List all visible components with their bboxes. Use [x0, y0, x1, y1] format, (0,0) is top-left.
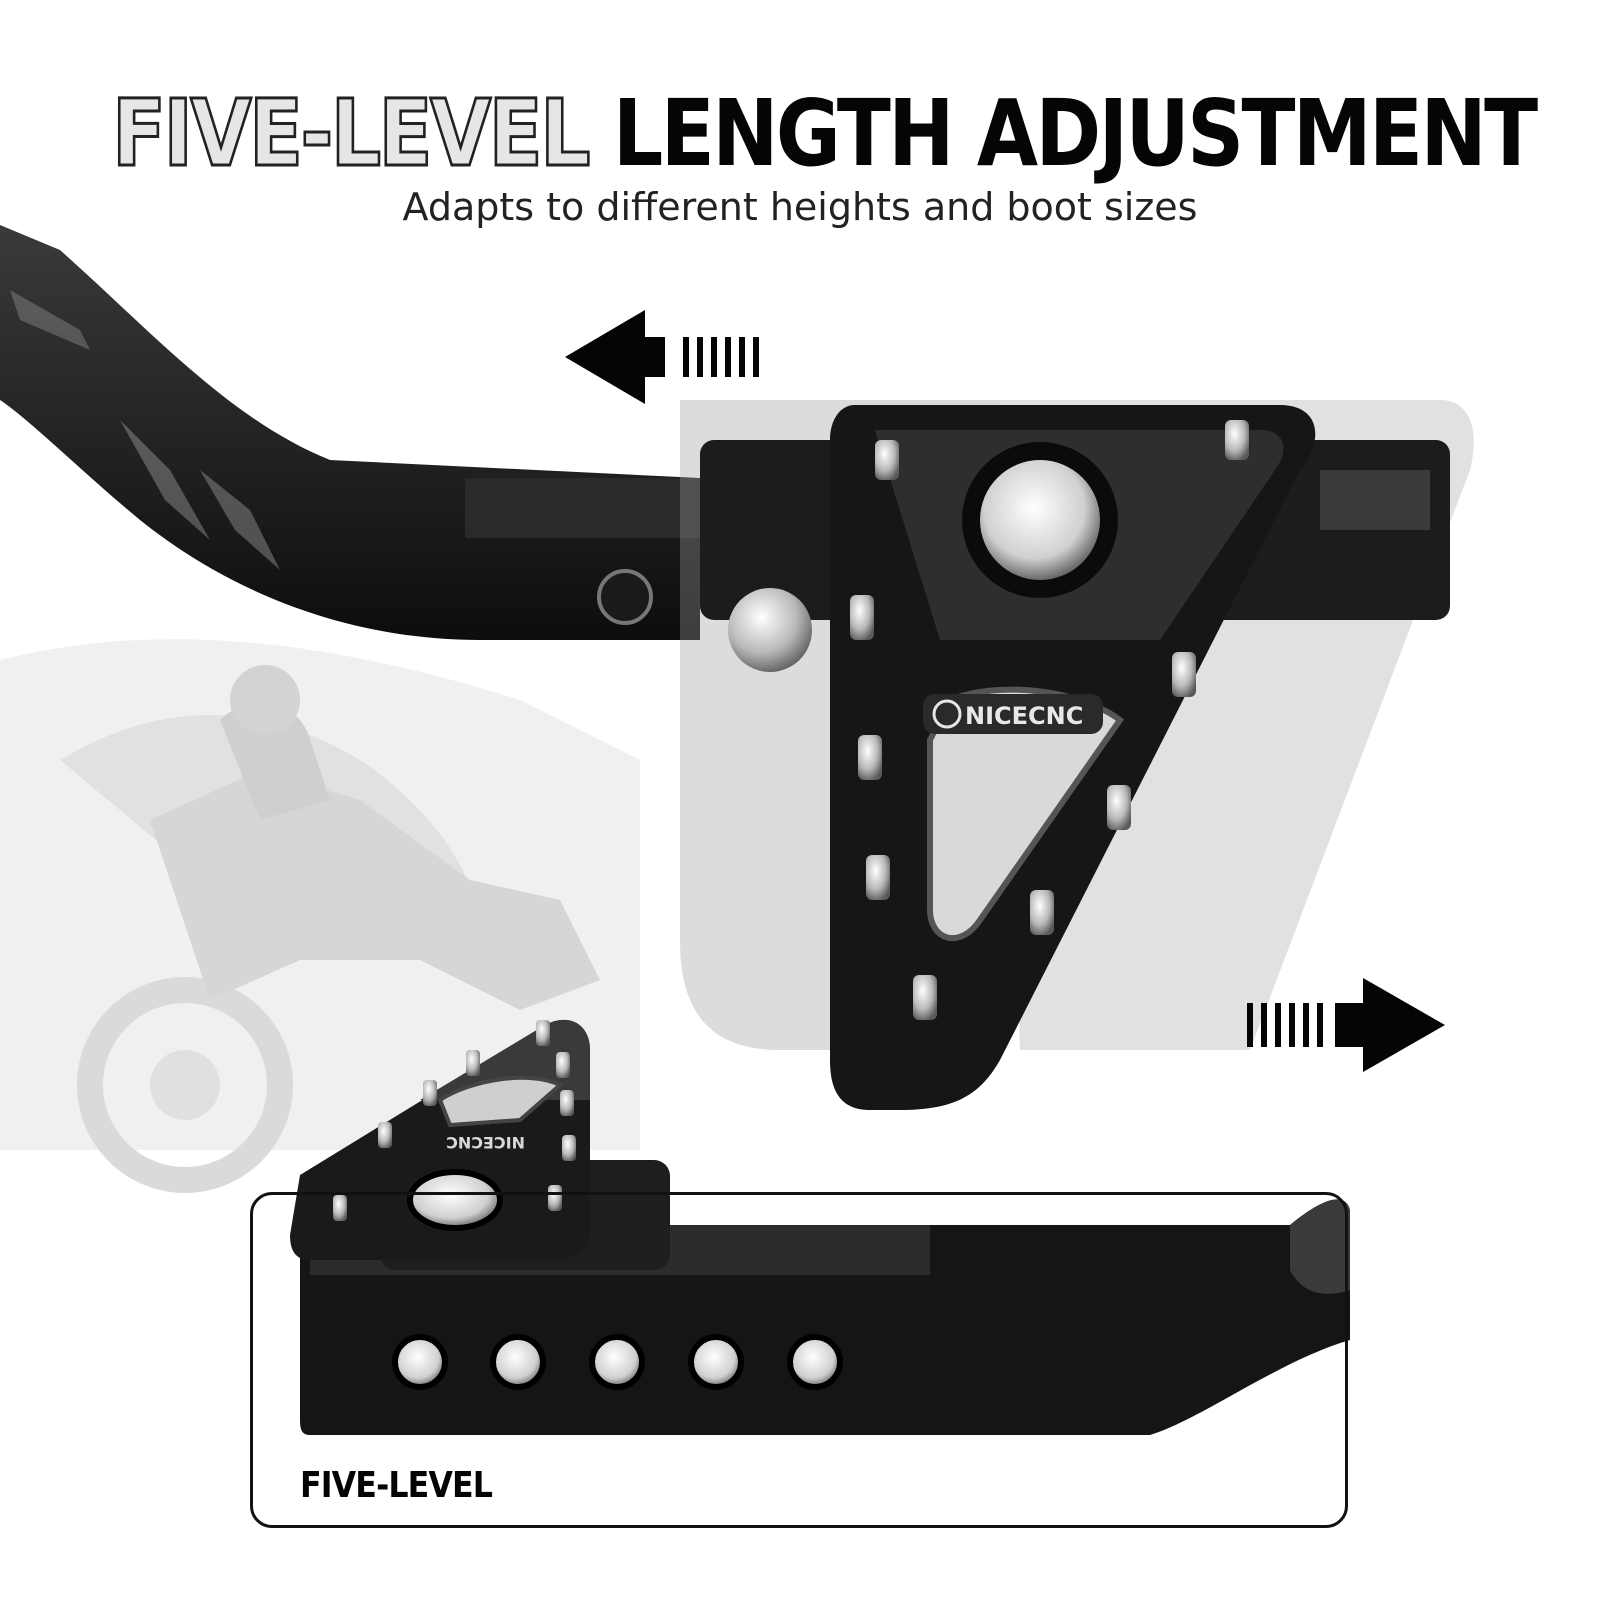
- inset-brand-name: NICECNC: [446, 1133, 525, 1152]
- brake-lever-arm: [0, 225, 715, 640]
- background-rider-photo: [0, 639, 640, 1193]
- inset-caption: FIVE-LEVEL: [300, 1465, 493, 1506]
- subtitle: Adapts to different heights and boot siz…: [402, 185, 1198, 229]
- brand-logo-icon: [932, 699, 962, 729]
- adjustment-holes: [392, 1334, 843, 1390]
- arrow-left-icon: [565, 310, 759, 404]
- headline-solid: LENGTH ADJUSTMENT: [612, 80, 1538, 187]
- arrow-right-icon: [1247, 978, 1445, 1072]
- headline: FIVE-LEVEL LENGTH ADJUSTMENT: [111, 79, 1538, 189]
- inset-frame: [250, 1192, 1348, 1528]
- headline-outlined: FIVE-LEVEL: [111, 79, 592, 189]
- traction-studs: [850, 420, 1249, 1020]
- brand-name: NICECNC: [965, 702, 1083, 730]
- brand-badge: NICECNC: [923, 694, 1103, 734]
- inset-tip-plate: NICECNC: [290, 1019, 670, 1270]
- brake-tip-plate: [830, 405, 1316, 1110]
